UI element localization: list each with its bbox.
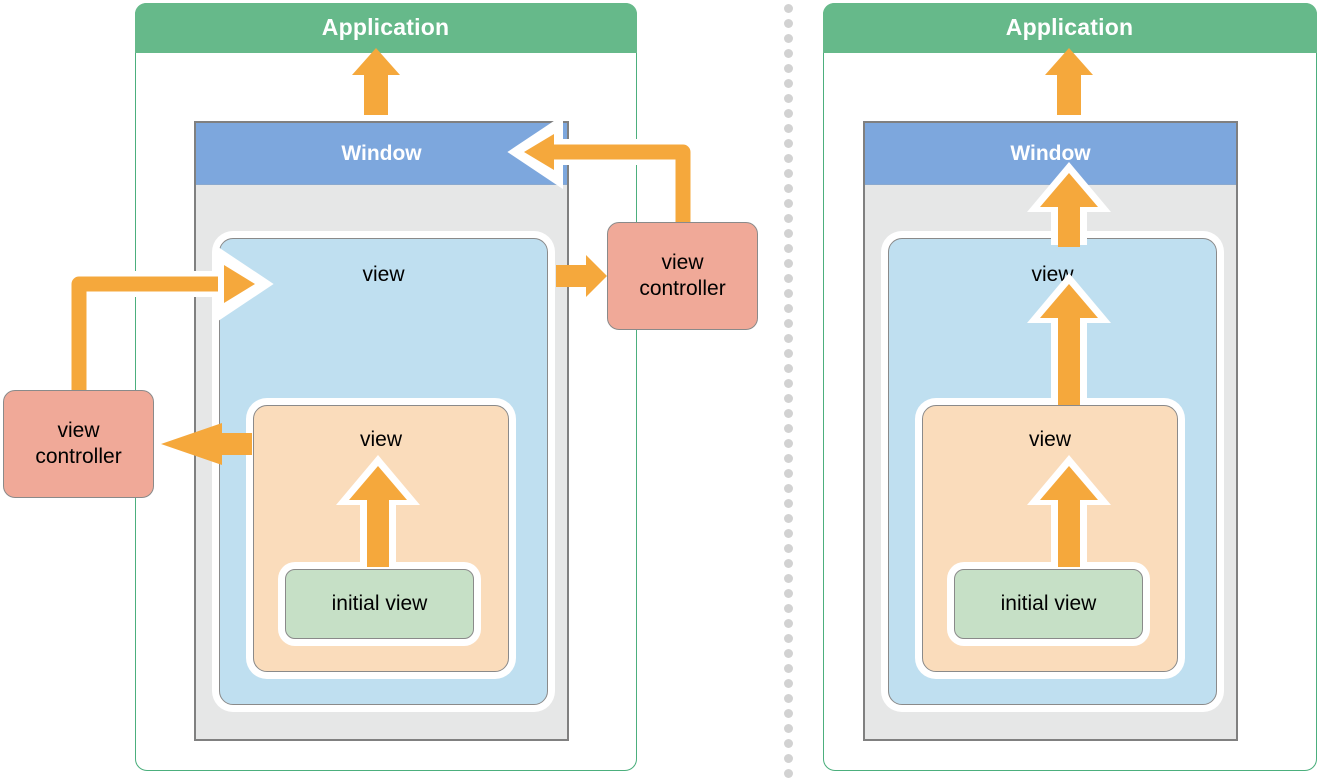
divider-dot [784, 409, 793, 418]
left-window-box: Window view view initial view [194, 121, 569, 741]
divider-dot [784, 169, 793, 178]
divider-dot [784, 544, 793, 553]
left-application-container: Application Window view view initial vie… [134, 2, 637, 771]
divider-dot [784, 184, 793, 193]
left-inner-vc-line2: controller [35, 445, 122, 468]
divider-dot [784, 49, 793, 58]
left-inner-view-label: view [359, 428, 402, 451]
divider-dot [784, 289, 793, 298]
divider-dot [784, 139, 793, 148]
divider-dot [784, 349, 793, 358]
divider-dot [784, 439, 793, 448]
divider-dot [784, 79, 793, 88]
left-application-label: Application [321, 14, 450, 40]
right-application-header: Application [822, 2, 1317, 53]
left-outer-view-controller: view controller [607, 222, 758, 330]
divider-dot [784, 529, 793, 538]
divider-dot [784, 4, 793, 13]
left-outer-view-box: view view initial view [219, 238, 548, 705]
right-window-box: Window view view initial view [863, 121, 1238, 741]
divider-dot [784, 634, 793, 643]
divider-dot [784, 694, 793, 703]
divider-dot [784, 739, 793, 748]
divider-dot [784, 94, 793, 103]
divider-dot [784, 64, 793, 73]
left-application-header: Application [134, 2, 637, 53]
left-inner-vc-line1: view [57, 418, 100, 442]
divider-dot [784, 469, 793, 478]
right-outer-view-box: view view initial view [888, 238, 1217, 705]
divider-dot [784, 109, 793, 118]
divider-dot [784, 334, 793, 343]
divider-dot [784, 559, 793, 568]
left-outer-vc-line1: view [661, 250, 704, 274]
divider-dot [784, 364, 793, 373]
right-window-label: Window [1010, 141, 1091, 165]
right-outer-view-label: view [1031, 263, 1074, 286]
left-window-label: Window [341, 141, 422, 165]
divider-dot [784, 679, 793, 688]
left-initial-view-box: initial view [285, 569, 474, 639]
divider-dot [784, 724, 793, 733]
divider-dot [784, 229, 793, 238]
dotted-vertical-divider [784, 0, 793, 778]
right-inner-view-label: view [1028, 428, 1071, 451]
divider-dot [784, 154, 793, 163]
divider-dot [784, 604, 793, 613]
right-inner-view-box: view initial view [922, 405, 1178, 672]
divider-dot [784, 649, 793, 658]
left-outer-vc-line2: controller [639, 277, 726, 300]
divider-dot [784, 754, 793, 763]
divider-dot [784, 484, 793, 493]
right-initial-view-label: initial view [1000, 592, 1097, 615]
right-application-label: Application [1005, 14, 1134, 40]
divider-dot [784, 19, 793, 28]
divider-dot [784, 124, 793, 133]
right-initial-view-box: initial view [954, 569, 1143, 639]
divider-dot [784, 199, 793, 208]
left-initial-view-label: initial view [331, 592, 428, 615]
right-application-container: Application Window view view initial vie… [822, 2, 1317, 771]
left-window-header: Window [196, 123, 567, 185]
divider-dot [784, 319, 793, 328]
right-window-header: Window [865, 123, 1236, 185]
divider-dot [784, 214, 793, 223]
divider-dot [784, 499, 793, 508]
divider-dot [784, 259, 793, 268]
divider-dot [784, 274, 793, 283]
left-inner-view-box: view initial view [253, 405, 509, 672]
left-inner-view-controller: view controller [3, 390, 154, 498]
divider-dot [784, 454, 793, 463]
divider-dot [784, 244, 793, 253]
left-outer-view-label: view [362, 263, 405, 286]
divider-dot [784, 664, 793, 673]
divider-dot [784, 394, 793, 403]
divider-dot [784, 619, 793, 628]
divider-dot [784, 379, 793, 388]
divider-dot [784, 769, 793, 778]
divider-dot [784, 574, 793, 583]
divider-dot [784, 304, 793, 313]
divider-dot [784, 34, 793, 43]
divider-dot [784, 514, 793, 523]
divider-dot [784, 424, 793, 433]
divider-dot [784, 709, 793, 718]
divider-dot [784, 589, 793, 598]
